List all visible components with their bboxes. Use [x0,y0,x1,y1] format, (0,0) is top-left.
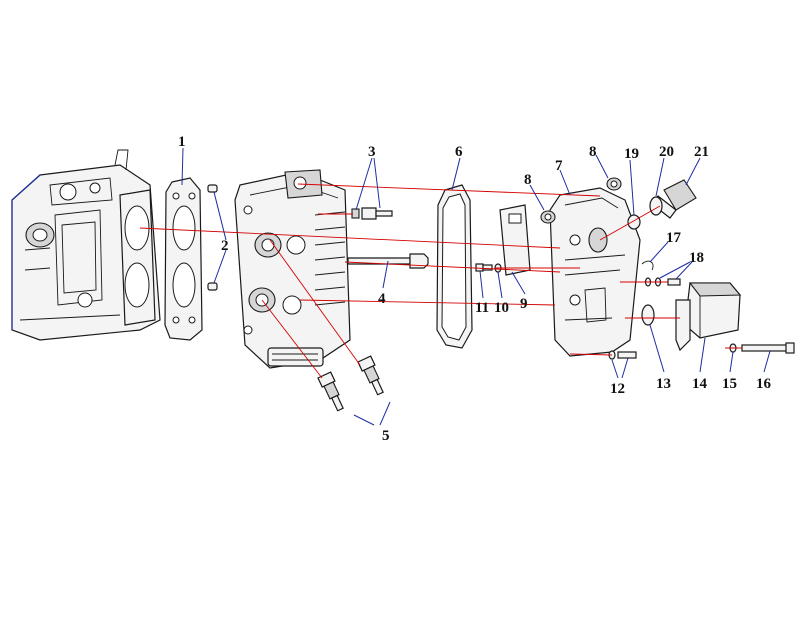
head-gasket [164,177,203,341]
callout-13: 13 [656,376,671,392]
callout-2: 2 [221,238,229,254]
callout-7: 7 [555,158,563,174]
callout-15: 15 [722,376,737,392]
callout-12: 12 [610,381,625,397]
oil-filler-cap [627,179,697,230]
callout-16: 16 [756,376,772,392]
leader-lines [181,147,771,426]
callout-4: 4 [378,291,386,307]
cover-bolts [608,350,637,360]
callout-18: 18 [689,250,704,266]
callout-5: 5 [382,428,390,444]
spark-plugs [317,355,384,412]
callout-19: 19 [624,146,639,162]
callout-labels: 1 2 3 4 5 6 7 8 8 9 10 11 12 13 14 15 16… [178,134,772,444]
callout-1: 1 [178,134,186,150]
callout-21: 21 [694,144,709,160]
cover-plate [499,204,531,276]
callout-14: 14 [692,376,708,392]
callout-8b: 8 [589,144,597,160]
callout-11: 11 [475,300,489,316]
ignition-coil [675,282,742,352]
callout-9: 9 [520,296,528,312]
head-bolts-short [351,207,393,220]
cylinder-head [234,169,351,369]
dowel-pins [207,184,218,291]
callout-8a: 8 [524,172,532,188]
callout-6: 6 [455,144,463,160]
washers [540,177,622,224]
cylinder-block [11,149,161,341]
callout-17: 17 [666,230,682,246]
o-ring [641,304,655,326]
callout-10: 10 [494,300,509,316]
head-cover [549,187,641,357]
assembly-lines [139,183,742,379]
callout-3: 3 [368,144,376,160]
callout-20: 20 [659,144,674,160]
